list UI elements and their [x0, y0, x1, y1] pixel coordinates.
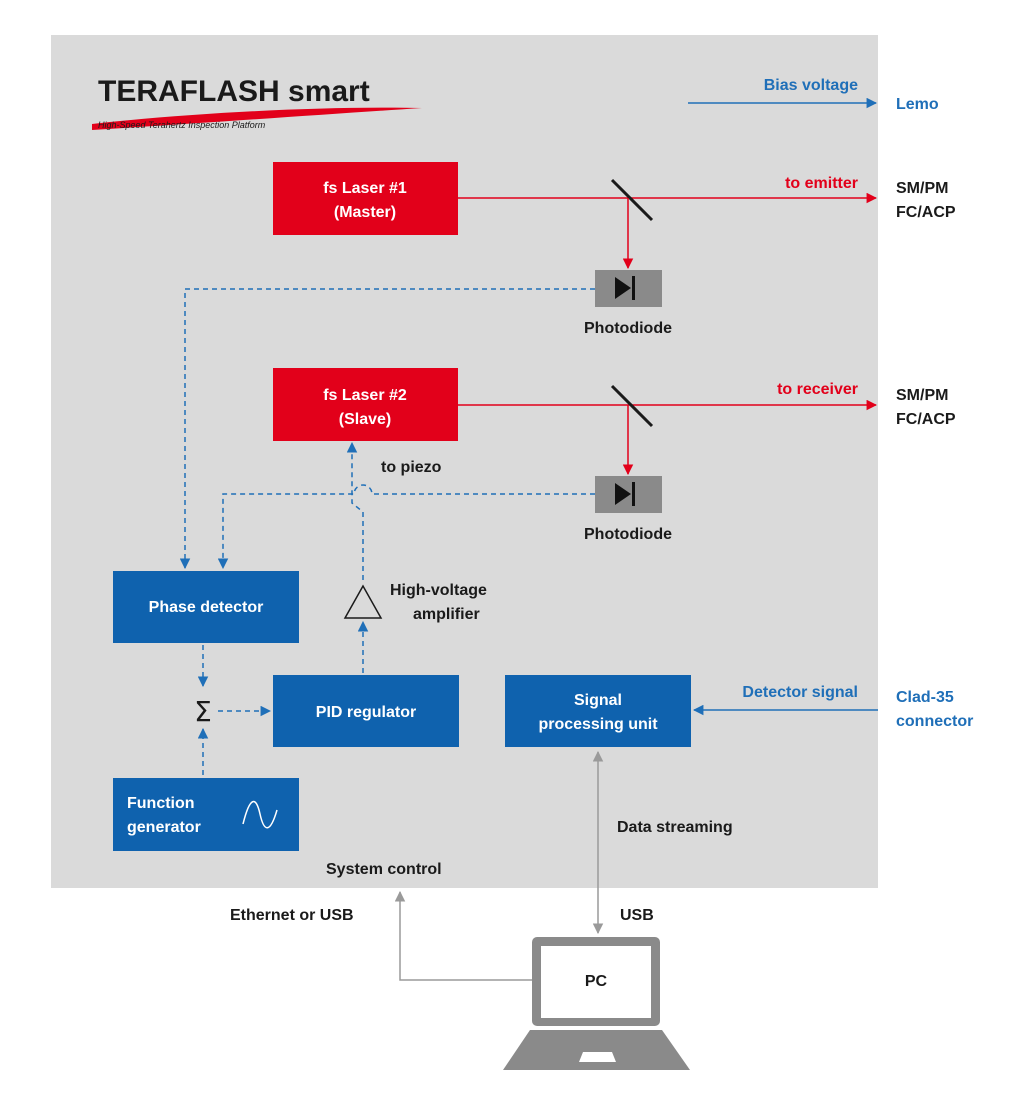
to-piezo-label: to piezo: [381, 459, 442, 476]
fs-laser-2-line1: fs Laser #2: [323, 387, 407, 404]
logo-title-suffix: smart: [280, 75, 370, 108]
pid-regulator-label: PID regulator: [316, 704, 416, 721]
lemo-label: Lemo: [896, 96, 939, 113]
logo-swoosh: [92, 107, 422, 130]
beam-splitter-2: [610, 384, 654, 428]
function-generator-block: [113, 778, 299, 851]
photodiode-2-label: Photodiode: [584, 526, 672, 543]
teraflash-logo: TERAFLASH smart High-Speed Terahertz Ins…: [92, 75, 422, 130]
logo-tagline: High-Speed Terahertz Inspection Platform: [98, 120, 266, 130]
to-piezo-line: [346, 441, 364, 580]
diode-1-icon: [615, 276, 635, 300]
fs-laser-1-line2: (Master): [334, 204, 396, 221]
connector-out-1-line1: SM/PM: [896, 180, 948, 197]
clad-connector-line1: Clad-35: [896, 689, 954, 706]
pc-label: PC: [585, 973, 608, 990]
connector-out-2-line1: SM/PM: [896, 387, 948, 404]
clad-connector-line2: connector: [896, 713, 973, 730]
to-emitter-label: to emitter: [785, 175, 858, 192]
signal-processing-line2: processing unit: [538, 716, 658, 733]
hv-amplifier-line2: amplifier: [413, 606, 480, 623]
diode-2-icon: [615, 482, 635, 506]
system-control-line: [394, 890, 532, 981]
signal-processing-block: [505, 675, 691, 747]
to-receiver-label: to receiver: [777, 381, 858, 398]
bias-voltage-label: Bias voltage: [764, 77, 858, 94]
system-control-label: System control: [326, 861, 442, 878]
fs-laser-1-line1: fs Laser #1: [323, 180, 407, 197]
photodiode-1-label: Photodiode: [584, 320, 672, 337]
hv-amplifier-line1: High-voltage: [390, 582, 487, 599]
signal-processing-line1: Signal: [574, 692, 622, 709]
photodiode-1-feedback-line: [179, 288, 595, 570]
function-generator-line1: Function: [127, 795, 195, 812]
beam-splitter-1: [610, 178, 654, 222]
pc-laptop-icon: [503, 937, 690, 1070]
phase-detector-block: [113, 571, 299, 643]
usb-label: USB: [620, 907, 654, 924]
sum-symbol: Σ: [194, 695, 212, 728]
device-panel: [51, 35, 878, 888]
sine-wave-icon: [242, 801, 278, 829]
connector-out-1-line2: FC/ACP: [896, 204, 956, 221]
data-streaming-label: Data streaming: [617, 819, 733, 836]
fs-laser-1-block: [273, 162, 458, 235]
svg-text:TERAFLASH smart: TERAFLASH smart: [98, 75, 370, 108]
fs-laser-2-line2: (Slave): [339, 411, 391, 428]
connector-out-2-line2: FC/ACP: [896, 411, 956, 428]
function-generator-line2: generator: [127, 819, 201, 836]
pid-regulator-block: [273, 675, 459, 747]
photodiode-2-feedback-line: [217, 484, 595, 570]
hv-amplifier-icon: [343, 584, 383, 619]
fs-laser-2-block: [273, 368, 458, 441]
phase-detector-label: Phase detector: [149, 599, 264, 616]
logo-title-prefix: TERA: [98, 75, 180, 108]
logo-title-mid: FLASH: [180, 75, 280, 108]
ethernet-usb-label: Ethernet or USB: [230, 907, 354, 924]
detector-signal-label: Detector signal: [742, 684, 858, 701]
